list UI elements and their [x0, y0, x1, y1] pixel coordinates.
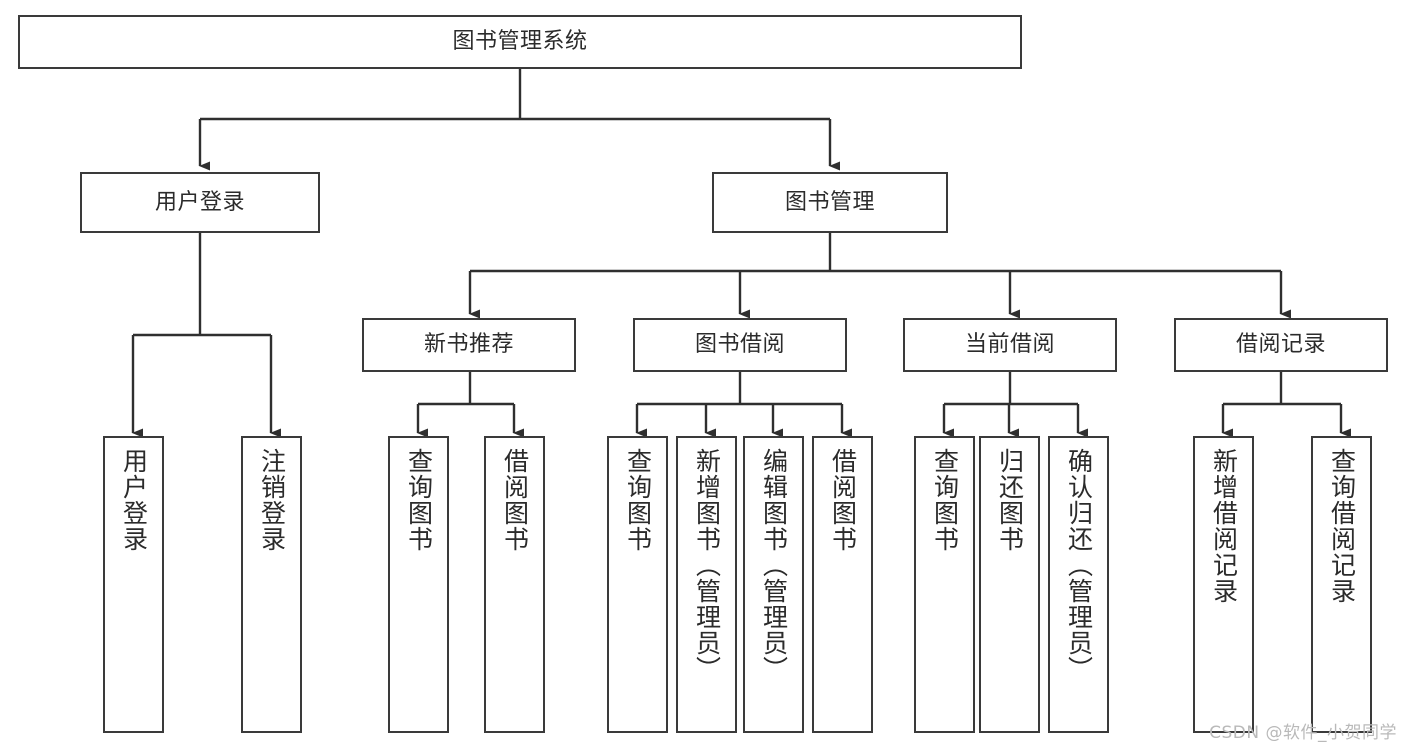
node-user-login-label: 用户登录 [154, 189, 245, 215]
node-leaf-add-record-label: 新增借阅记录 [1209, 448, 1239, 604]
node-borrow-record[interactable]: 借阅记录 [1174, 318, 1388, 372]
node-user-login[interactable]: 用户登录 [80, 172, 320, 233]
node-leaf-query-book-1-label: 查询图书 [404, 448, 434, 552]
node-leaf-edit-book-label: 编辑图书（管理员） [759, 448, 789, 682]
node-current-borrow[interactable]: 当前借阅 [903, 318, 1117, 372]
node-leaf-borrow-book-2[interactable]: 借阅图书 [812, 436, 873, 733]
node-leaf-confirm-return[interactable]: 确认归还（管理员） [1048, 436, 1109, 733]
node-leaf-query-book-2[interactable]: 查询图书 [607, 436, 668, 733]
node-root-label: 图书管理系统 [452, 29, 588, 55]
node-leaf-borrow-book-1[interactable]: 借阅图书 [484, 436, 545, 733]
node-leaf-add-record[interactable]: 新增借阅记录 [1193, 436, 1254, 733]
node-book-borrow-label: 图书借阅 [694, 332, 785, 358]
node-leaf-logout-login[interactable]: 注销登录 [241, 436, 302, 733]
node-leaf-confirm-return-label: 确认归还（管理员） [1064, 448, 1094, 682]
watermark-text: CSDN @软件_小贺同学 [1209, 723, 1397, 743]
node-leaf-borrow-book-1-label: 借阅图书 [500, 448, 530, 552]
node-leaf-return-book-label: 归还图书 [995, 448, 1025, 552]
node-leaf-user-login[interactable]: 用户登录 [103, 436, 164, 733]
node-leaf-return-book[interactable]: 归还图书 [979, 436, 1040, 733]
node-leaf-query-book-3[interactable]: 查询图书 [914, 436, 975, 733]
node-leaf-query-book-1[interactable]: 查询图书 [388, 436, 449, 733]
node-leaf-user-login-label: 用户登录 [119, 448, 149, 552]
node-new-book-recommend-label: 新书推荐 [423, 332, 514, 358]
node-leaf-borrow-book-2-label: 借阅图书 [828, 448, 858, 552]
node-leaf-logout-login-label: 注销登录 [257, 448, 287, 552]
node-root[interactable]: 图书管理系统 [18, 15, 1022, 69]
node-leaf-add-book[interactable]: 新增图书（管理员） [676, 436, 737, 733]
node-leaf-add-book-label: 新增图书（管理员） [692, 448, 722, 682]
node-leaf-query-book-2-label: 查询图书 [623, 448, 653, 552]
node-leaf-edit-book[interactable]: 编辑图书（管理员） [743, 436, 804, 733]
node-borrow-record-label: 借阅记录 [1235, 332, 1326, 358]
node-leaf-query-book-3-label: 查询图书 [930, 448, 960, 552]
node-leaf-query-record-label: 查询借阅记录 [1327, 448, 1357, 604]
node-book-manage[interactable]: 图书管理 [712, 172, 948, 233]
node-book-manage-label: 图书管理 [784, 189, 875, 215]
node-current-borrow-label: 当前借阅 [964, 332, 1055, 358]
node-new-book-recommend[interactable]: 新书推荐 [362, 318, 576, 372]
node-leaf-query-record[interactable]: 查询借阅记录 [1311, 436, 1372, 733]
node-book-borrow[interactable]: 图书借阅 [633, 318, 847, 372]
